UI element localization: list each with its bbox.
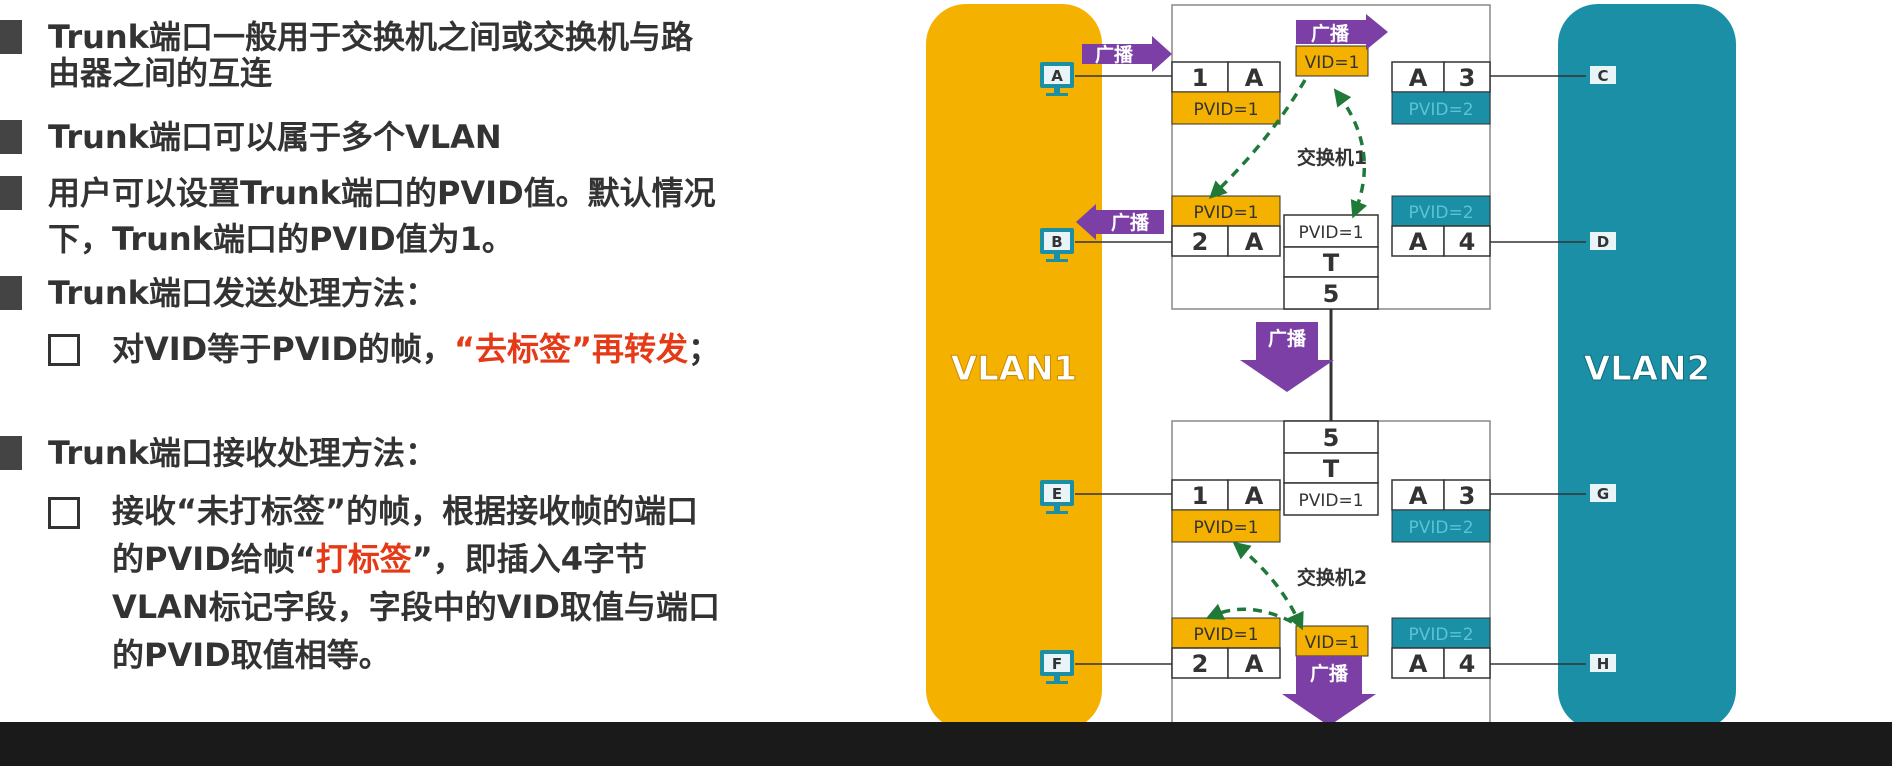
host-g-label: G xyxy=(1597,485,1609,503)
s1-port5-pvid: PVID=1 xyxy=(1298,223,1363,243)
bullet-3-line-1: 用户可以设置Trunk端口的PVID值。默认情况 xyxy=(48,174,716,212)
bullet-5-sub-line-3: VLAN标记字段，字段中的VID取值与端口 xyxy=(112,588,720,626)
host-h-label: H xyxy=(1597,655,1610,673)
host-d-label: D xyxy=(1597,233,1609,251)
broadcast-label: 广播 xyxy=(1268,327,1307,350)
vlan2-bar xyxy=(1558,4,1736,722)
host-e-label: E xyxy=(1052,485,1062,503)
s1-port5-num: 5 xyxy=(1323,280,1340,308)
broadcast-label: 广播 xyxy=(1311,22,1350,45)
bullet-1-line-2: 由器之间的互连 xyxy=(48,54,273,92)
s2-port2-pvid: PVID=1 xyxy=(1193,625,1258,645)
bullet-square xyxy=(0,176,22,210)
s1-port4-num: 4 xyxy=(1459,228,1476,256)
s1-port3-mode: A xyxy=(1409,64,1428,92)
bullet-5-sub-text-end: ”，即插入4字节 xyxy=(411,540,648,578)
frame-vid1-bottom xyxy=(1295,625,1369,657)
bullet-2: Trunk端口可以属于多个VLAN xyxy=(48,118,502,156)
broadcast-arrow-top: 广播 xyxy=(1296,14,1388,50)
vlan2-label: VLAN2 xyxy=(1584,349,1710,389)
host-b: B xyxy=(1040,228,1074,262)
s2-port1-num: 1 xyxy=(1192,482,1209,510)
s2-port4-pvid: PVID=2 xyxy=(1408,625,1473,645)
flow-arrow-s2-port1-to-vid xyxy=(1232,541,1304,631)
host-g: G xyxy=(1586,480,1620,514)
s2-port2-mode: A xyxy=(1245,650,1264,678)
broadcast-label: 广播 xyxy=(1310,662,1349,685)
s1-port2-mode: A xyxy=(1245,228,1264,256)
vlan-trunk-diagram: VLAN1 VLAN2 交换机1 交换机2 A B C D E F G H 1 … xyxy=(926,4,1736,722)
bullet-5-sub-line-4: 的PVID取值相等。 xyxy=(112,636,391,674)
bottom-bar xyxy=(0,722,1892,766)
text-panel: Trunk端口一般用于交换机之间或交换机与路 由器之间的互连 Trunk端口可以… xyxy=(0,0,900,722)
bullet-square xyxy=(0,20,22,54)
host-c-label: C xyxy=(1597,67,1608,85)
checkbox-icon xyxy=(48,497,80,529)
bullet-4-sub-end: ； xyxy=(688,330,721,368)
bullet-4-sub-text: 对VID等于PVID的帧， xyxy=(112,330,454,368)
bullet-5-sub-text: 的PVID给帧“ xyxy=(112,540,316,578)
host-a: A xyxy=(1040,62,1074,96)
frame-vid1-top-label: VID=1 xyxy=(1305,53,1360,73)
bullet-5: Trunk端口接收处理方法： xyxy=(48,434,437,472)
s2-port5-num: 5 xyxy=(1323,424,1340,452)
host-e: E xyxy=(1040,480,1074,514)
flow-arrow-s1-to-port2 xyxy=(1208,79,1307,199)
broadcast-label: 广播 xyxy=(1095,43,1134,66)
bullet-square xyxy=(0,120,22,154)
s1-port4-mode: A xyxy=(1409,228,1428,256)
host-b-label: B xyxy=(1051,233,1062,251)
s2-port4-mode: A xyxy=(1409,650,1428,678)
host-c: C xyxy=(1586,62,1620,96)
s1-port2-pvid: PVID=1 xyxy=(1193,203,1258,223)
switch2-label: 交换机2 xyxy=(1297,566,1367,589)
bullet-1-line-1: Trunk端口一般用于交换机之间或交换机与路 xyxy=(48,18,693,56)
s1-port1-pvid: PVID=1 xyxy=(1193,100,1258,120)
host-f: F xyxy=(1040,650,1074,684)
broadcast-arrow-trunk: 广播 xyxy=(1240,322,1334,392)
checkbox-icon xyxy=(48,334,80,366)
vlan1-bar xyxy=(926,4,1102,722)
bullet-3-line-2: 下，Trunk端口的PVID值为1。 xyxy=(48,220,514,258)
vlan1-label: VLAN1 xyxy=(951,349,1077,389)
s1-port5-mode: T xyxy=(1323,249,1340,277)
broadcast-arrow-a: 广播 xyxy=(1082,36,1172,72)
s2-port3-pvid: PVID=2 xyxy=(1408,518,1473,538)
broadcast-arrow-b: 广播 xyxy=(1076,204,1164,240)
bullet-4-sub-highlight: “去标签”再转发 xyxy=(453,330,689,368)
broadcast-label: 广播 xyxy=(1111,211,1150,234)
broadcast-arrow-bottom: 广播 xyxy=(1282,656,1376,722)
host-h: H xyxy=(1586,650,1620,684)
bullet-5-sub-line-2: 的PVID给帧“打标签”，即插入4字节 xyxy=(112,540,647,578)
bullet-square xyxy=(0,276,22,310)
s2-port1-pvid: PVID=1 xyxy=(1193,518,1258,538)
bullet-5-sub-line-1: 接收“未打标签”的帧，根据接收帧的端口 xyxy=(112,492,699,530)
bullet-square xyxy=(0,436,22,470)
s1-port3-pvid: PVID=2 xyxy=(1408,100,1473,120)
host-d: D xyxy=(1586,228,1620,262)
host-f-label: F xyxy=(1052,655,1062,673)
s2-port2-num: 2 xyxy=(1192,650,1209,678)
bullet-5-sub-highlight: 打标签 xyxy=(315,540,412,578)
frame-vid1-bottom-label: VID=1 xyxy=(1305,633,1360,653)
host-a-label: A xyxy=(1051,67,1063,85)
bullet-4: Trunk端口发送处理方法： xyxy=(48,274,437,312)
s2-port4-num: 4 xyxy=(1459,650,1476,678)
s2-port5-pvid: PVID=1 xyxy=(1298,491,1363,511)
bullet-4-sub: 对VID等于PVID的帧，“去标签”再转发； xyxy=(112,330,720,368)
s1-port3-num: 3 xyxy=(1459,64,1476,92)
s1-port1-num: 1 xyxy=(1192,64,1209,92)
s2-port3-mode: A xyxy=(1409,482,1428,510)
s2-port1-mode: A xyxy=(1245,482,1264,510)
s1-port2-num: 2 xyxy=(1192,228,1209,256)
s2-port5-mode: T xyxy=(1323,455,1340,483)
s1-port4-pvid: PVID=2 xyxy=(1408,203,1473,223)
s2-port3-num: 3 xyxy=(1459,482,1476,510)
frame-vid1-top xyxy=(1295,45,1369,77)
s1-port1-mode: A xyxy=(1245,64,1264,92)
switch1-label: 交换机1 xyxy=(1297,146,1367,169)
